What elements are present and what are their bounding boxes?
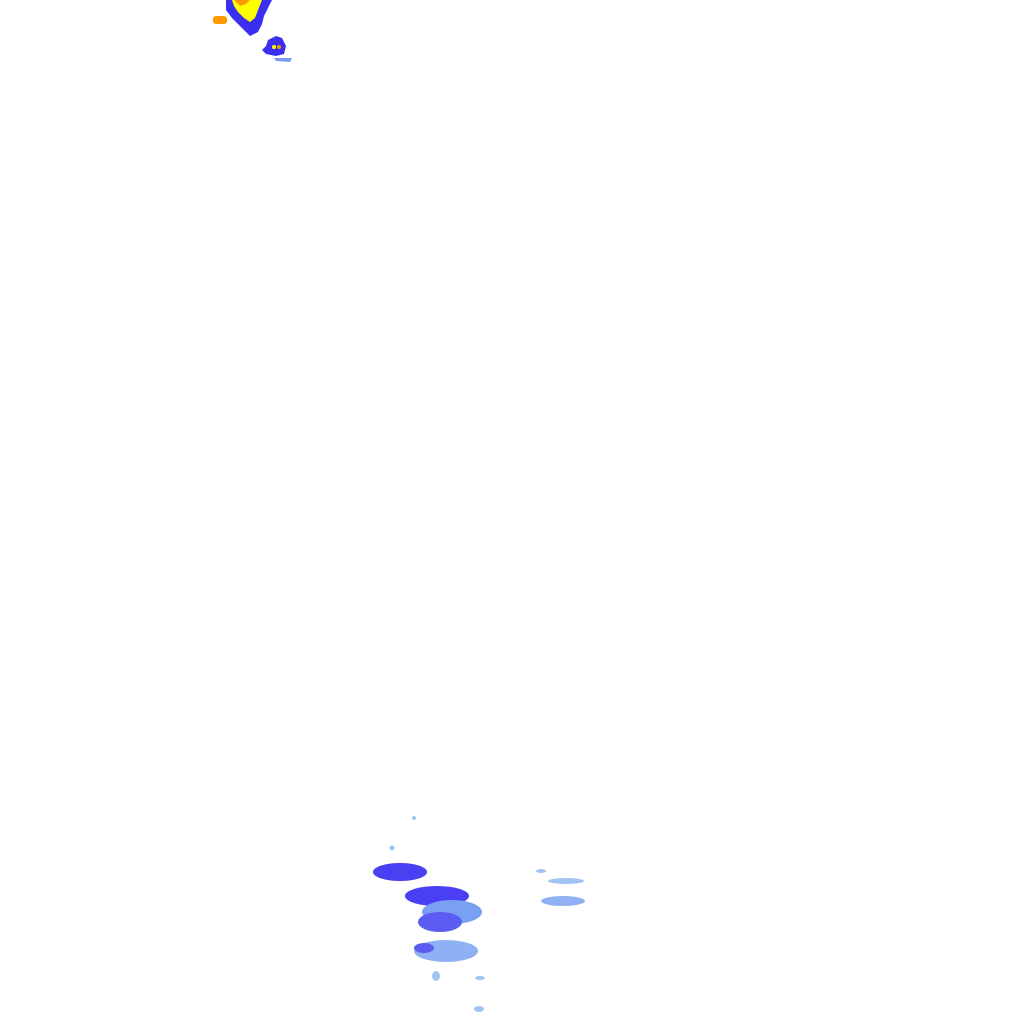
precip-echo-band-5-edge	[414, 943, 434, 953]
precip-echo-trailing	[274, 58, 292, 62]
precip-echo-fragment	[474, 1006, 484, 1012]
storm-cell-north	[213, 0, 292, 62]
precip-echo-fragment	[475, 976, 485, 980]
precip-echo-band-4	[418, 912, 462, 932]
precip-echo-isolated-orange	[213, 16, 227, 24]
precip-echo-east-1	[548, 878, 584, 884]
precip-echo-speck	[272, 45, 276, 49]
precip-echo-speck	[412, 816, 416, 820]
storm-band-south	[373, 816, 585, 1012]
precip-echo-fragment	[432, 971, 440, 981]
precip-echo-speck	[389, 845, 395, 851]
precip-echo-east-2	[541, 896, 585, 906]
precip-echo-intense	[234, 0, 250, 6]
precip-echo-east-speck	[536, 869, 546, 873]
precip-echo-speck	[277, 45, 281, 49]
precip-echo-band-1	[373, 863, 427, 881]
